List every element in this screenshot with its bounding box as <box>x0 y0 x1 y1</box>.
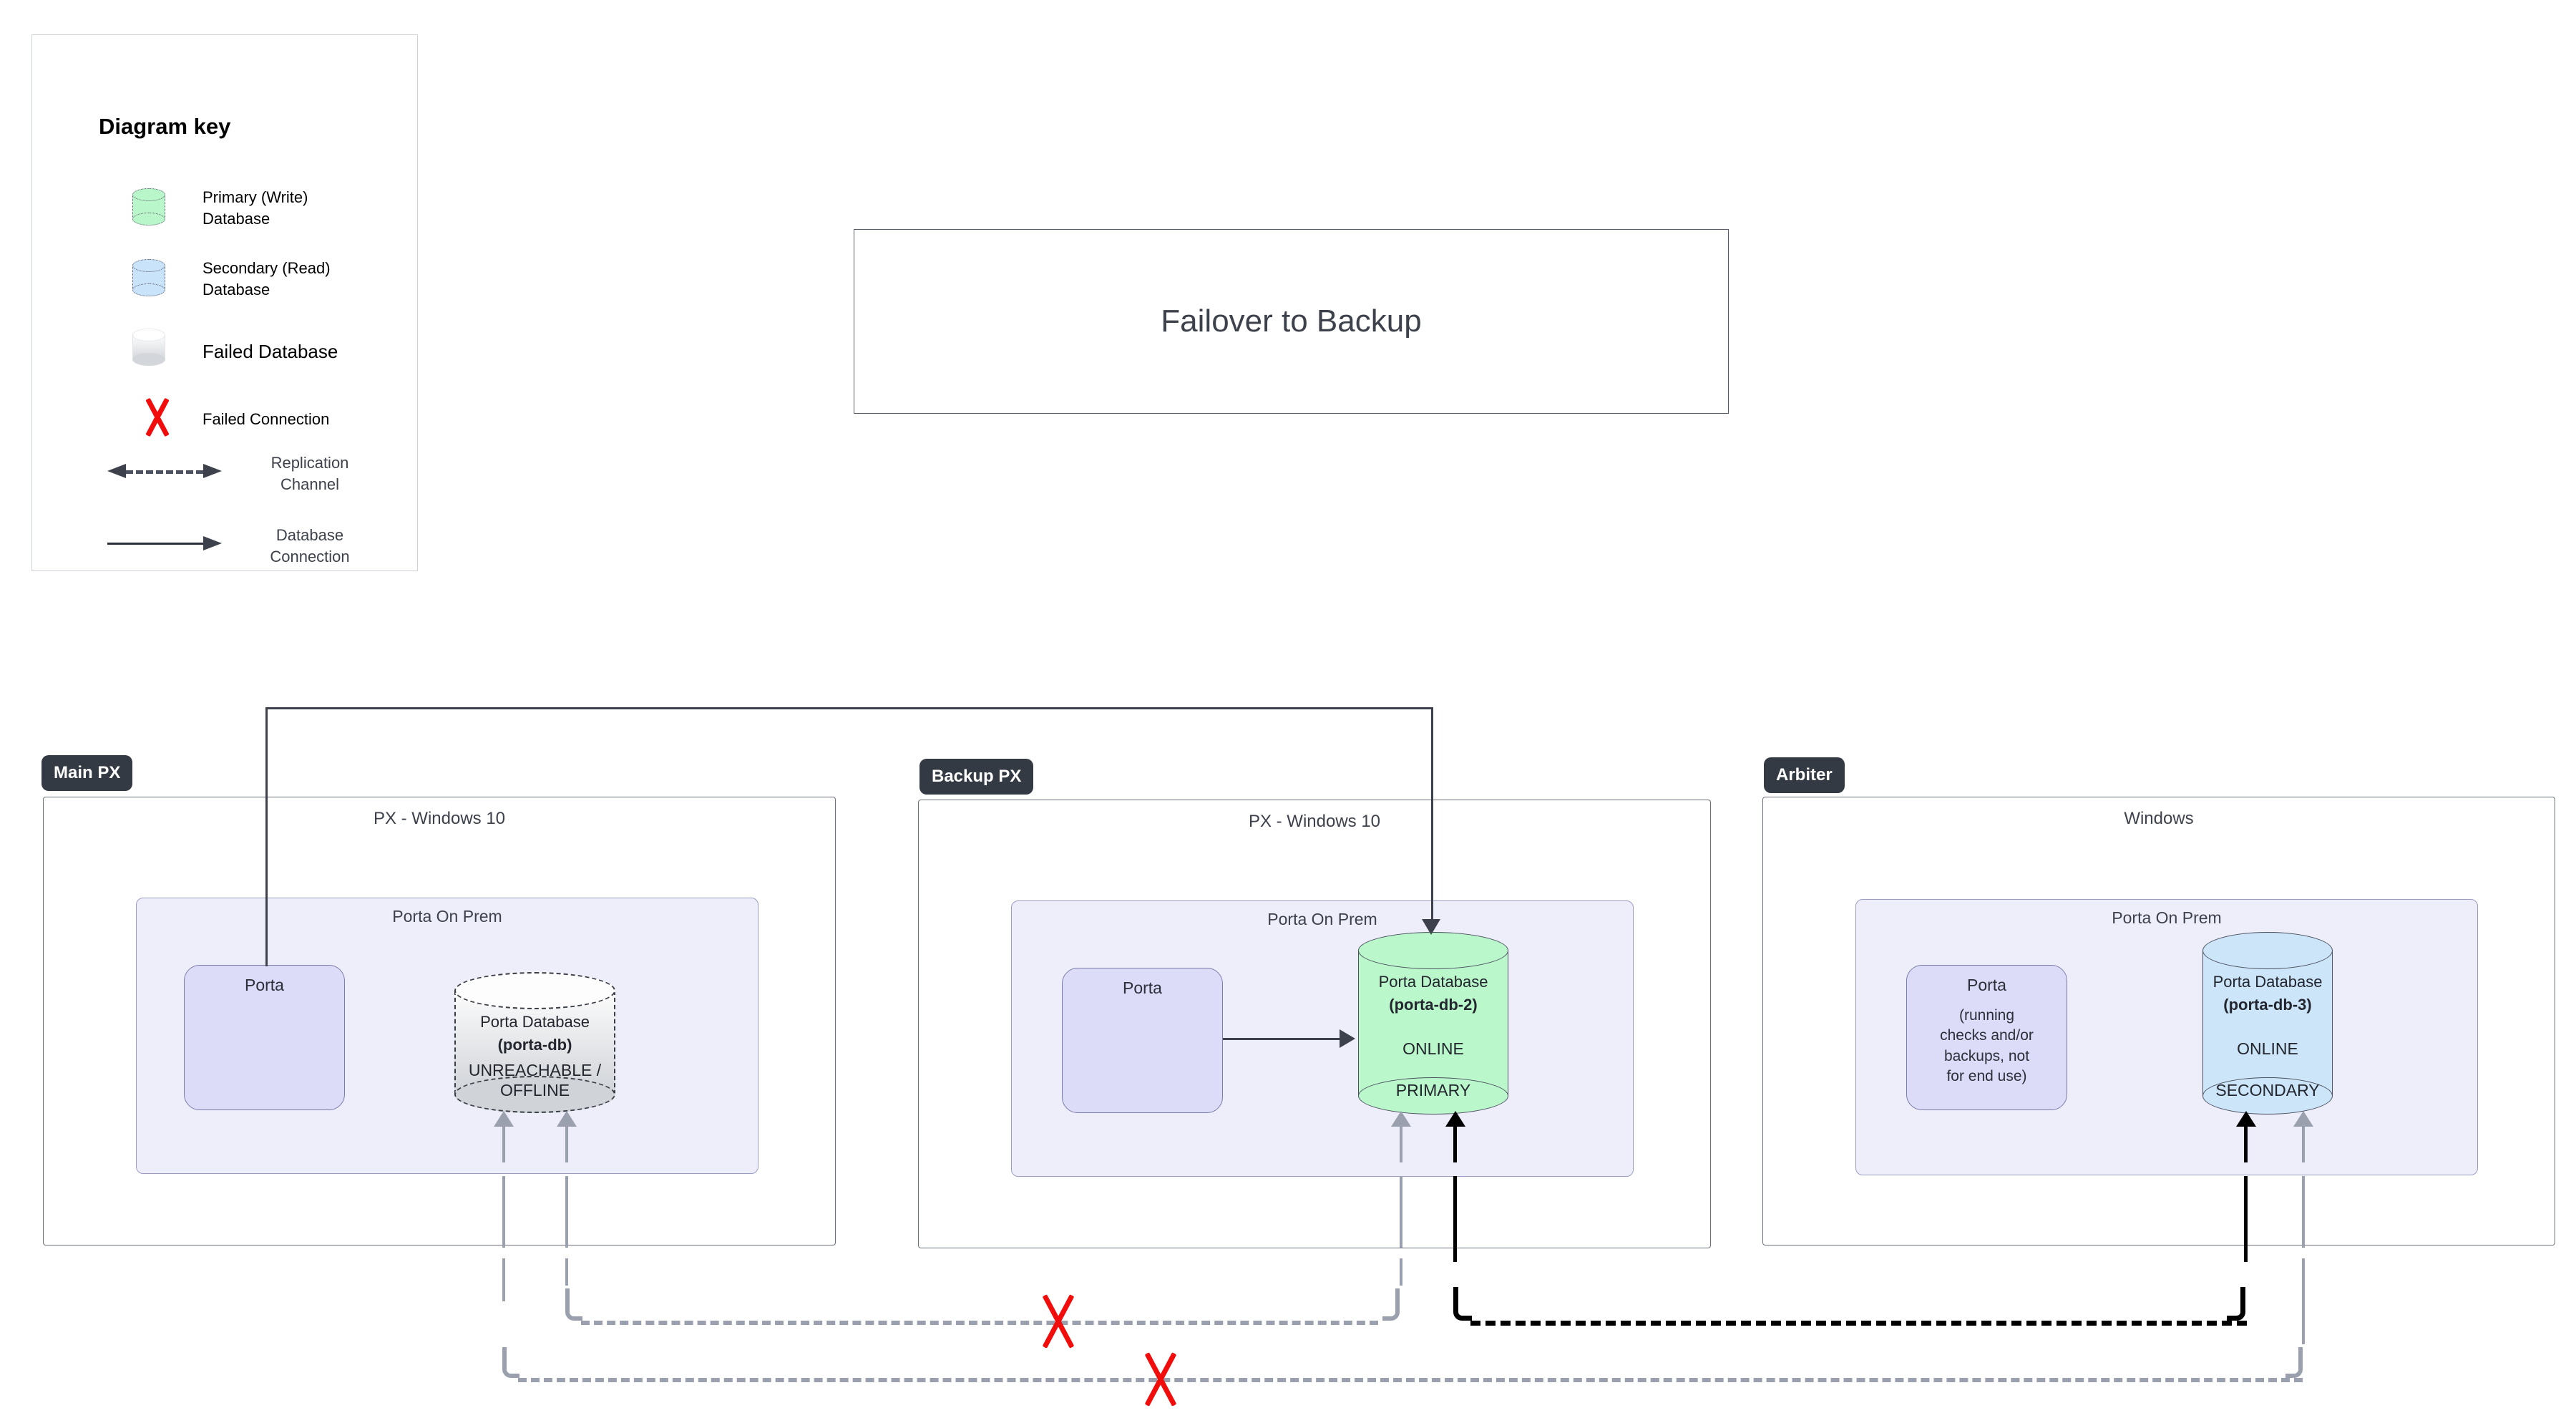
legend-label-primary: Primary (Write) Database <box>203 188 308 228</box>
repl-arrow-backup-right <box>1445 1111 1465 1127</box>
zone-tag-arbiter: Arbiter <box>1764 757 1845 793</box>
repl-corner-backup-arbiter-right <box>2227 1287 2245 1321</box>
conn-main-porta-up <box>265 707 268 966</box>
repl-stub-arbiter-right-c <box>2302 1258 2305 1344</box>
porta-app-main-px[interactable]: Porta <box>184 965 345 1110</box>
cylinder-green-icon <box>132 188 165 225</box>
legend-label-failed-db: Failed Database <box>203 341 338 362</box>
repl-stub-main-right-a <box>565 1127 568 1162</box>
db-state-porta-db-2-online: ONLINE <box>1402 1039 1464 1058</box>
repl-stub-main-right-b <box>565 1176 568 1248</box>
repl-stub-arbiter-left-b <box>2244 1176 2248 1262</box>
conn-backup-arrowhead <box>1422 919 1440 935</box>
repl-corner-backup-arbiter-left <box>1453 1287 1472 1321</box>
repl-stub-backup-left-a <box>1400 1127 1402 1162</box>
dashed-double-arrow-icon <box>107 462 222 480</box>
host-label-backup-px: PX - Windows 10 <box>1248 812 1381 831</box>
legend-label-db-connection: Database Connection <box>270 526 350 565</box>
repl-arrow-backup-left <box>1391 1111 1411 1127</box>
host-label-arbiter: Windows <box>2124 809 2194 828</box>
legend-label-failed-conn: Failed Connection <box>203 410 330 428</box>
conn-backup-porta-arrowhead <box>1340 1029 1355 1048</box>
repl-stub-backup-right-a <box>1453 1127 1457 1162</box>
db-name-porta-db: Porta Database(porta-db) <box>480 1013 590 1054</box>
repl-stub-backup-left-c <box>1400 1258 1402 1286</box>
database-porta-db-3[interactable]: Porta Database(porta-db-3) ONLINE SECOND… <box>2202 932 2333 1115</box>
diagram-key-title: Diagram key <box>99 114 231 139</box>
repl-stub-arbiter-left-a <box>2244 1127 2248 1162</box>
repl-arrow-main-right <box>557 1111 577 1127</box>
host-arbiter: Windows <box>1762 797 2555 1245</box>
host-main-px: PX - Windows 10 <box>43 797 836 1245</box>
porta-app-title-backup-px: Porta <box>1123 978 1162 997</box>
zone-tag-backup-px: Backup PX <box>919 759 1034 795</box>
host-backup-px: PX - Windows 10 <box>918 800 1711 1248</box>
db-state-porta-db-3-role: SECONDARY <box>2215 1081 2320 1099</box>
db-name-porta-db-2: Porta Database(porta-db-2) <box>1378 973 1488 1014</box>
failed-connection-x-main-arbiter <box>1141 1350 1180 1409</box>
conn-main-to-backup-across <box>265 707 1433 709</box>
legend-label-replication: Replication Channel <box>270 454 349 493</box>
diagram-title-box: Failover to Backup <box>854 229 1729 414</box>
repl-stub-main-right-c <box>565 1258 568 1286</box>
database-porta-db[interactable]: Porta Database(porta-db) UNREACHABLE / O… <box>454 972 615 1113</box>
db-state-porta-db-2-role: PRIMARY <box>1395 1081 1471 1099</box>
repl-corner-main-backup-right <box>1382 1288 1400 1321</box>
repl-corner-main-backup-left <box>565 1288 582 1321</box>
repl-stub-arbiter-right-b <box>2302 1176 2305 1248</box>
onprem-label-main-px: Porta On Prem <box>392 907 502 926</box>
onprem-label-backup-px: Porta On Prem <box>1267 910 1377 928</box>
repl-stub-main-left-a <box>502 1127 505 1162</box>
porta-app-title-arbiter: Porta <box>1967 976 2006 994</box>
repl-stub-arbiter-right-a <box>2302 1127 2305 1162</box>
repl-stub-backup-right-b <box>1453 1176 1457 1262</box>
repl-corner-main-arbiter-right <box>2285 1347 2303 1378</box>
legend-label-secondary: Secondary (Read) Database <box>203 259 331 298</box>
diagram-key-panel: Diagram key Primary (Write) Database Sec… <box>31 34 418 571</box>
repl-stub-main-left-c <box>502 1258 505 1301</box>
repl-arrow-arbiter-right <box>2293 1111 2313 1127</box>
porta-app-backup-px[interactable]: Porta <box>1062 968 1223 1113</box>
solid-arrow-icon <box>107 535 222 552</box>
onprem-label-arbiter: Porta On Prem <box>2112 908 2222 927</box>
porta-app-title-main-px: Porta <box>245 976 284 994</box>
host-label-main-px: PX - Windows 10 <box>373 809 506 828</box>
conn-backup-down <box>1431 707 1433 922</box>
cylinder-blue-icon <box>132 259 165 296</box>
repl-arrow-main-left <box>494 1111 514 1127</box>
database-porta-db-2[interactable]: Porta Database(porta-db-2) ONLINE PRIMAR… <box>1358 932 1508 1115</box>
db-state-porta-db-3-online: ONLINE <box>2237 1039 2298 1058</box>
repl-line-backup-arbiter <box>1470 1321 2247 1326</box>
porta-app-note-arbiter: (running checks and/or backups, not for … <box>1940 1007 2034 1085</box>
page-title: Failover to Backup <box>1161 303 1422 339</box>
db-name-porta-db-3: Porta Database(porta-db-3) <box>2212 973 2323 1014</box>
repl-line-main-backup <box>581 1321 1378 1325</box>
red-x-icon <box>140 397 175 438</box>
db-state-porta-db-2: OFFLINE <box>499 1081 570 1099</box>
db-state-porta-db-1: UNREACHABLE / <box>468 1061 602 1079</box>
porta-app-arbiter[interactable]: Porta (running checks and/or backups, no… <box>1906 965 2067 1110</box>
repl-corner-main-arbiter-left <box>502 1347 519 1378</box>
repl-stub-main-left-b <box>502 1176 505 1248</box>
conn-backup-porta-to-db <box>1223 1038 1341 1040</box>
repl-arrow-arbiter-left <box>2236 1111 2256 1127</box>
cylinder-failed-icon <box>132 329 165 366</box>
zone-tag-main-px: Main PX <box>42 755 133 791</box>
repl-stub-backup-left-b <box>1400 1176 1402 1248</box>
failed-connection-x-main-backup <box>1039 1292 1078 1351</box>
repl-line-main-arbiter <box>518 1378 2303 1382</box>
